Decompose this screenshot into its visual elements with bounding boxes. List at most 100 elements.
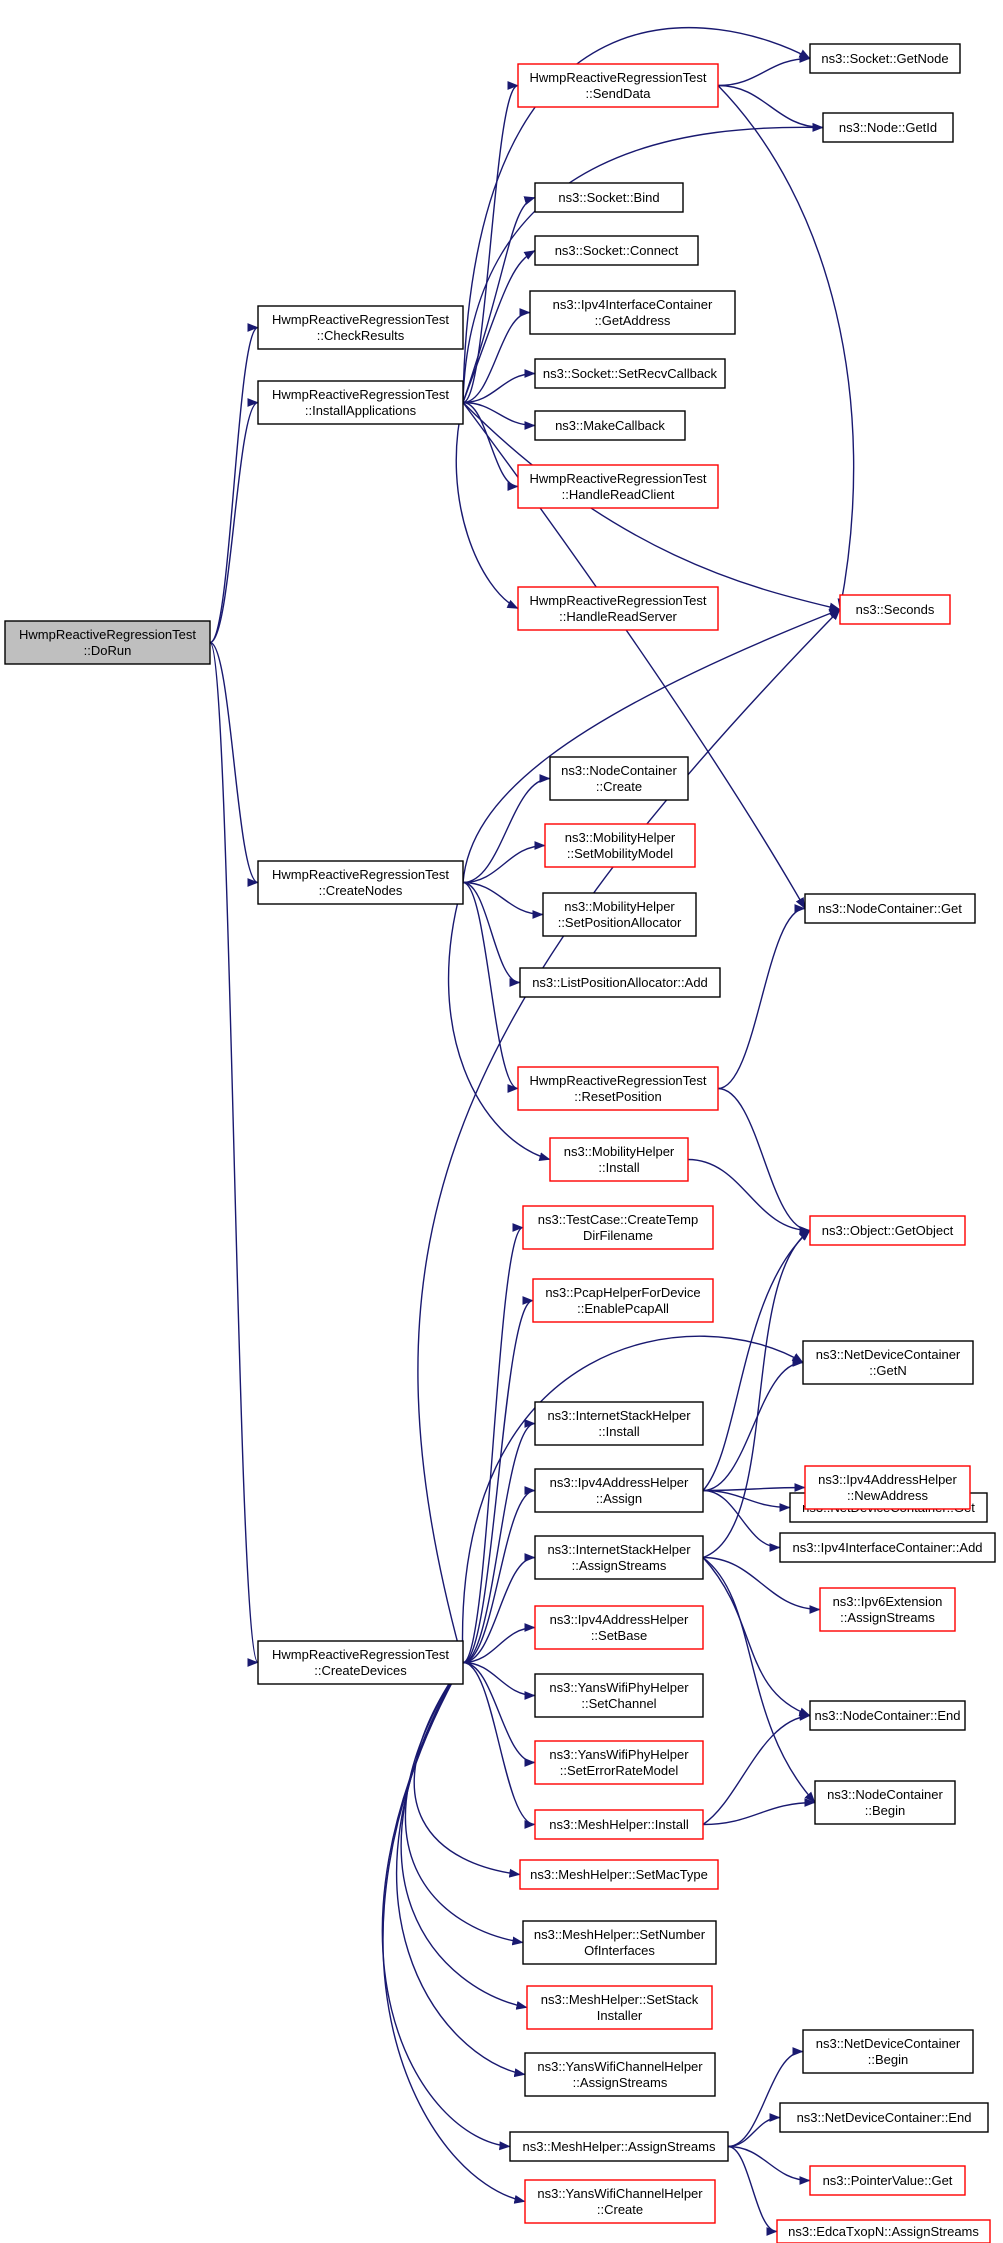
node-box[interactable] [809, 2165, 966, 2196]
node-edca[interactable]: ns3::EdcaTxopN::AssignStreams [776, 2219, 991, 2243]
node-ishinstall[interactable]: ns3::InternetStackHelper::Install [534, 1401, 704, 1446]
node-readserver[interactable]: HwmpReactiveRegressionTest::HandleReadSe… [517, 586, 719, 631]
node-box[interactable] [839, 594, 951, 625]
node-box[interactable] [534, 410, 686, 441]
node-box[interactable] [524, 2052, 716, 2097]
node-setbase[interactable]: ns3::Ipv4AddressHelper::SetBase [534, 1605, 704, 1650]
node-box[interactable] [814, 1780, 956, 1825]
node-ndcbegin[interactable]: ns3::NetDeviceContainer::Begin [802, 2029, 974, 2074]
node-box[interactable] [804, 1465, 971, 1510]
node-createnodes[interactable]: HwmpReactiveRegressionTest::CreateNodes [257, 860, 464, 905]
node-label-line: ns3::Ipv4AddressHelper [550, 1475, 689, 1490]
node-box[interactable] [779, 1532, 996, 1563]
node-box[interactable] [517, 586, 719, 631]
node-ywchassign[interactable]: ns3::YansWifiChannelHelper::AssignStream… [524, 2052, 716, 2097]
node-box[interactable] [534, 358, 726, 389]
node-box[interactable] [519, 1859, 719, 1890]
node-box[interactable] [802, 1340, 974, 1385]
node-box[interactable] [509, 2131, 729, 2162]
node-getid[interactable]: ns3::Node::GetId [822, 112, 954, 143]
node-meshassign[interactable]: ns3::MeshHelper::AssignStreams [509, 2131, 729, 2162]
node-box[interactable] [776, 2219, 991, 2243]
node-createdevices[interactable]: HwmpReactiveRegressionTest::CreateDevice… [257, 1640, 464, 1685]
node-box[interactable] [822, 112, 954, 143]
node-box[interactable] [517, 464, 719, 509]
node-box[interactable] [549, 756, 689, 801]
node-box[interactable] [526, 1985, 713, 2030]
node-box[interactable] [529, 290, 736, 335]
node-newaddress[interactable]: ns3::Ipv4AddressHelper::NewAddress [804, 1465, 971, 1510]
node-checkresults[interactable]: HwmpReactiveRegressionTest::CheckResults [257, 305, 464, 350]
node-connect[interactable]: ns3::Socket::Connect [534, 235, 699, 266]
node-dorun[interactable]: HwmpReactiveRegressionTest::DoRun [4, 620, 211, 665]
node-box[interactable] [809, 43, 961, 74]
node-box[interactable] [804, 893, 976, 924]
node-v6ext[interactable]: ns3::Ipv6Extension::AssignStreams [819, 1587, 956, 1632]
node-box[interactable] [522, 1920, 717, 1965]
node-resetpos[interactable]: HwmpReactiveRegressionTest::ResetPositio… [517, 1066, 719, 1111]
node-box[interactable] [519, 967, 721, 998]
node-box[interactable] [549, 1137, 689, 1182]
node-box[interactable] [534, 1468, 704, 1513]
node-ywchcreate[interactable]: ns3::YansWifiChannelHelper::Create [524, 2179, 716, 2224]
node-box[interactable] [544, 823, 696, 868]
node-box[interactable] [534, 1535, 704, 1580]
node-ncbegin[interactable]: ns3::NodeContainer::Begin [814, 1780, 956, 1825]
node-box[interactable] [534, 1673, 704, 1718]
node-box[interactable] [257, 305, 464, 350]
node-ndcgetn[interactable]: ns3::NetDeviceContainer::GetN [802, 1340, 974, 1385]
node-box[interactable] [542, 892, 697, 937]
node-makecallback[interactable]: ns3::MakeCallback [534, 410, 686, 441]
node-box[interactable] [819, 1587, 956, 1632]
node-seconds[interactable]: ns3::Seconds [839, 594, 951, 625]
node-setmobmodel[interactable]: ns3::MobilityHelper::SetMobilityModel [544, 823, 696, 868]
node-mobinstall[interactable]: ns3::MobilityHelper::Install [549, 1137, 689, 1182]
node-setposalloc[interactable]: ns3::MobilityHelper::SetPositionAllocato… [542, 892, 697, 937]
node-box[interactable] [257, 860, 464, 905]
node-getaddress[interactable]: ns3::Ipv4InterfaceContainer::GetAddress [529, 290, 736, 335]
node-setmac[interactable]: ns3::MeshHelper::SetMacType [519, 1859, 719, 1890]
node-box[interactable] [809, 1700, 966, 1731]
node-bind[interactable]: ns3::Socket::Bind [534, 182, 684, 213]
node-ishassign[interactable]: ns3::InternetStackHelper::AssignStreams [534, 1535, 704, 1580]
node-installapps[interactable]: HwmpReactiveRegressionTest::InstallAppli… [257, 380, 464, 425]
node-getobject[interactable]: ns3::Object::GetObject [809, 1215, 966, 1246]
node-box[interactable] [534, 182, 684, 213]
node-nccreate[interactable]: ns3::NodeContainer::Create [549, 756, 689, 801]
node-box[interactable] [532, 1278, 714, 1323]
node-seterror[interactable]: ns3::YansWifiPhyHelper::SetErrorRateMode… [534, 1740, 704, 1785]
node-setrecv[interactable]: ns3::Socket::SetRecvCallback [534, 358, 726, 389]
node-box[interactable] [524, 2179, 716, 2224]
node-meshinstall[interactable]: ns3::MeshHelper::Install [534, 1809, 704, 1840]
node-box[interactable] [802, 2029, 974, 2074]
node-box[interactable] [257, 1640, 464, 1685]
node-ndcend[interactable]: ns3::NetDeviceContainer::End [779, 2102, 989, 2133]
node-box[interactable] [534, 235, 699, 266]
node-ncend[interactable]: ns3::NodeContainer::End [809, 1700, 966, 1731]
node-pcapall[interactable]: ns3::PcapHelperForDevice::EnablePcapAll [532, 1278, 714, 1323]
node-setchannel[interactable]: ns3::YansWifiPhyHelper::SetChannel [534, 1673, 704, 1718]
node-v4icadd[interactable]: ns3::Ipv4InterfaceContainer::Add [779, 1532, 996, 1563]
node-box[interactable] [534, 1401, 704, 1446]
node-box[interactable] [779, 2102, 989, 2133]
node-ncget[interactable]: ns3::NodeContainer::Get [804, 893, 976, 924]
node-box[interactable] [534, 1740, 704, 1785]
node-readclient[interactable]: HwmpReactiveRegressionTest::HandleReadCl… [517, 464, 719, 509]
node-box[interactable] [257, 380, 464, 425]
node-box[interactable] [517, 63, 719, 108]
node-v4assign[interactable]: ns3::Ipv4AddressHelper::Assign [534, 1468, 704, 1513]
node-senddata[interactable]: HwmpReactiveRegressionTest::SendData [517, 63, 719, 108]
node-box[interactable] [517, 1066, 719, 1111]
node-box[interactable] [534, 1605, 704, 1650]
node-box[interactable] [4, 620, 211, 665]
node-getnode[interactable]: ns3::Socket::GetNode [809, 43, 961, 74]
node-box[interactable] [534, 1809, 704, 1840]
node-pvget[interactable]: ns3::PointerValue::Get [809, 2165, 966, 2196]
node-box[interactable] [809, 1215, 966, 1246]
node-box[interactable] [522, 1205, 714, 1250]
node-lpaadd[interactable]: ns3::ListPositionAllocator::Add [519, 967, 721, 998]
